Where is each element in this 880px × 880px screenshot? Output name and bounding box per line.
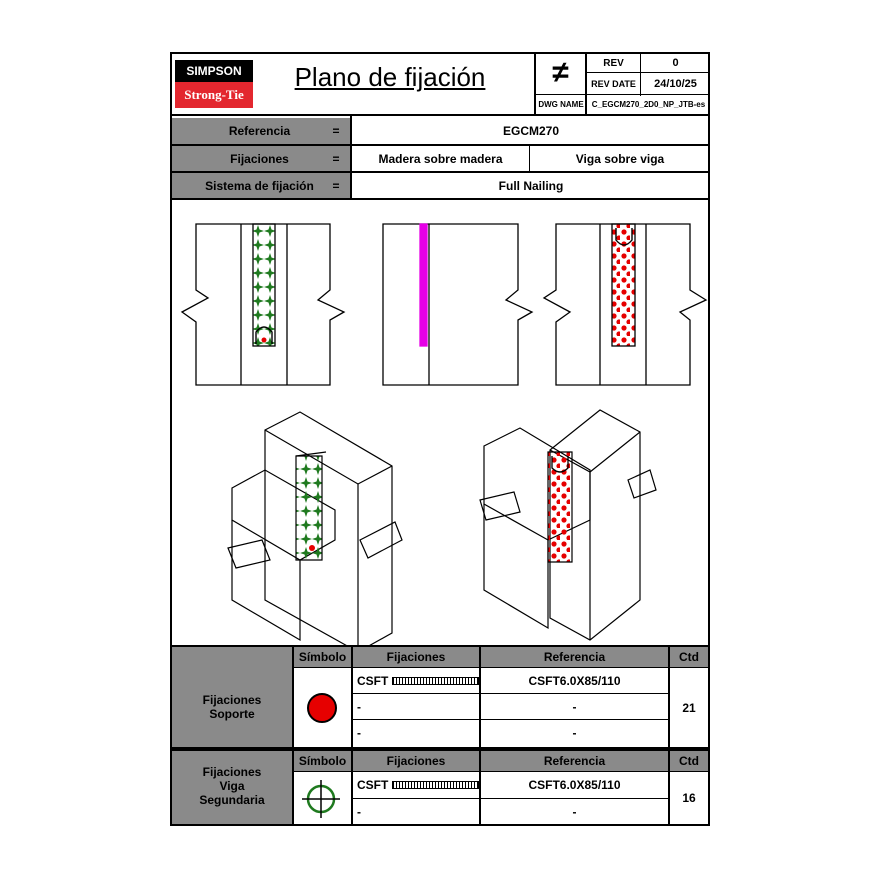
- rev-date-value: 24/10/25: [654, 78, 697, 90]
- info-label-sistema: Sistema de fijación: [205, 178, 314, 193]
- table2-header-fix: Fijaciones: [386, 754, 446, 768]
- table1-top: [170, 645, 710, 647]
- table2-header-ref: Referencia: [543, 754, 606, 768]
- table2-group-label: Fijaciones Viga Segundaria: [199, 765, 265, 807]
- logo: SIMPSON Strong-Tie: [175, 60, 253, 108]
- info-value-fijaciones-a: Madera sobre madera: [378, 151, 503, 166]
- table1-fix-row: -: [357, 725, 361, 740]
- table1-fix-row: -: [357, 699, 361, 714]
- not-equal-icon: ≠: [552, 56, 569, 89]
- screw-icon: [392, 781, 479, 789]
- table2-ref-row: -: [572, 804, 577, 819]
- fastener-name: CSFT: [357, 673, 389, 688]
- table1-ref-row: -: [572, 699, 577, 714]
- table2-fix-row: -: [357, 804, 361, 819]
- info-value-sistema: Full Nailing: [498, 178, 564, 193]
- table1-header-fix: Fijaciones: [386, 650, 446, 664]
- table1-ref-row: CSFT6.0X85/110: [528, 673, 621, 688]
- logo-simpson: SIMPSON: [175, 60, 253, 82]
- rev-date-label: REV DATE: [591, 79, 636, 89]
- screw-icon: [392, 676, 479, 685]
- titleblock-divider: [536, 94, 710, 95]
- view-front-left: [180, 223, 346, 386]
- titleblock-divider: [534, 52, 536, 114]
- info-eq: =: [332, 178, 340, 193]
- info-divider: [170, 144, 710, 146]
- rev-value: 0: [672, 57, 679, 69]
- view-front-right: [542, 223, 708, 386]
- table1-group-label: Fijaciones Soporte: [202, 693, 262, 721]
- fastener-name: CSFT: [357, 778, 389, 792]
- view-side: [382, 223, 534, 386]
- titleblock-divider: [585, 72, 710, 73]
- titleblock-divider: [585, 52, 587, 114]
- iso-view-left: [227, 411, 403, 653]
- dwg-value: C_EGCM270_2D0_NP_JTB-es: [591, 99, 706, 109]
- table1-fix-row: CSFT: [357, 668, 479, 693]
- table1-group-bg: [172, 647, 292, 747]
- table1-header-qty: Ctd: [679, 650, 699, 664]
- info-divider: [170, 198, 710, 200]
- info-divider: [170, 171, 710, 173]
- info-label-bg: [172, 118, 350, 198]
- table1-ref-row: -: [572, 725, 577, 740]
- table2-fix-row: CSFT: [357, 772, 479, 798]
- info-value-fijaciones-b: Viga sobre viga: [575, 151, 665, 166]
- table2-ref-row: CSFT6.0X85/110: [528, 778, 621, 792]
- table2-header-symbol: Símbolo: [298, 754, 347, 768]
- table1-header-bg: [292, 647, 708, 667]
- info-label-referencia: Referencia: [228, 124, 291, 138]
- table2-group-bg: [172, 751, 292, 824]
- titleblock-divider: [640, 52, 641, 96]
- info-label-fijaciones: Fijaciones: [230, 151, 289, 166]
- red-circle-icon: [307, 693, 337, 723]
- table2-header-bg: [292, 751, 708, 771]
- info-eq: =: [332, 124, 340, 138]
- table1-qty: 21: [682, 700, 696, 715]
- iso-view-right: [479, 409, 657, 641]
- table2-qty: 16: [682, 791, 696, 805]
- table1-header-symbol: Símbolo: [298, 650, 347, 664]
- info-divider: [350, 116, 352, 200]
- logo-strongtie: Strong-Tie: [175, 82, 253, 108]
- table2-header-qty: Ctd: [679, 754, 699, 768]
- info-divider: [529, 146, 530, 171]
- table2-top: [170, 747, 710, 751]
- table1-header-ref: Referencia: [543, 650, 606, 664]
- page-title: Plano de fijación: [294, 62, 486, 92]
- drawing-sheet: [170, 52, 710, 826]
- info-eq: =: [332, 151, 340, 166]
- dwg-label: DWG NAME: [538, 99, 584, 109]
- header-bottom-line: [170, 114, 710, 116]
- info-value-referencia: EGCM270: [502, 124, 560, 138]
- rev-label: REV: [603, 57, 624, 69]
